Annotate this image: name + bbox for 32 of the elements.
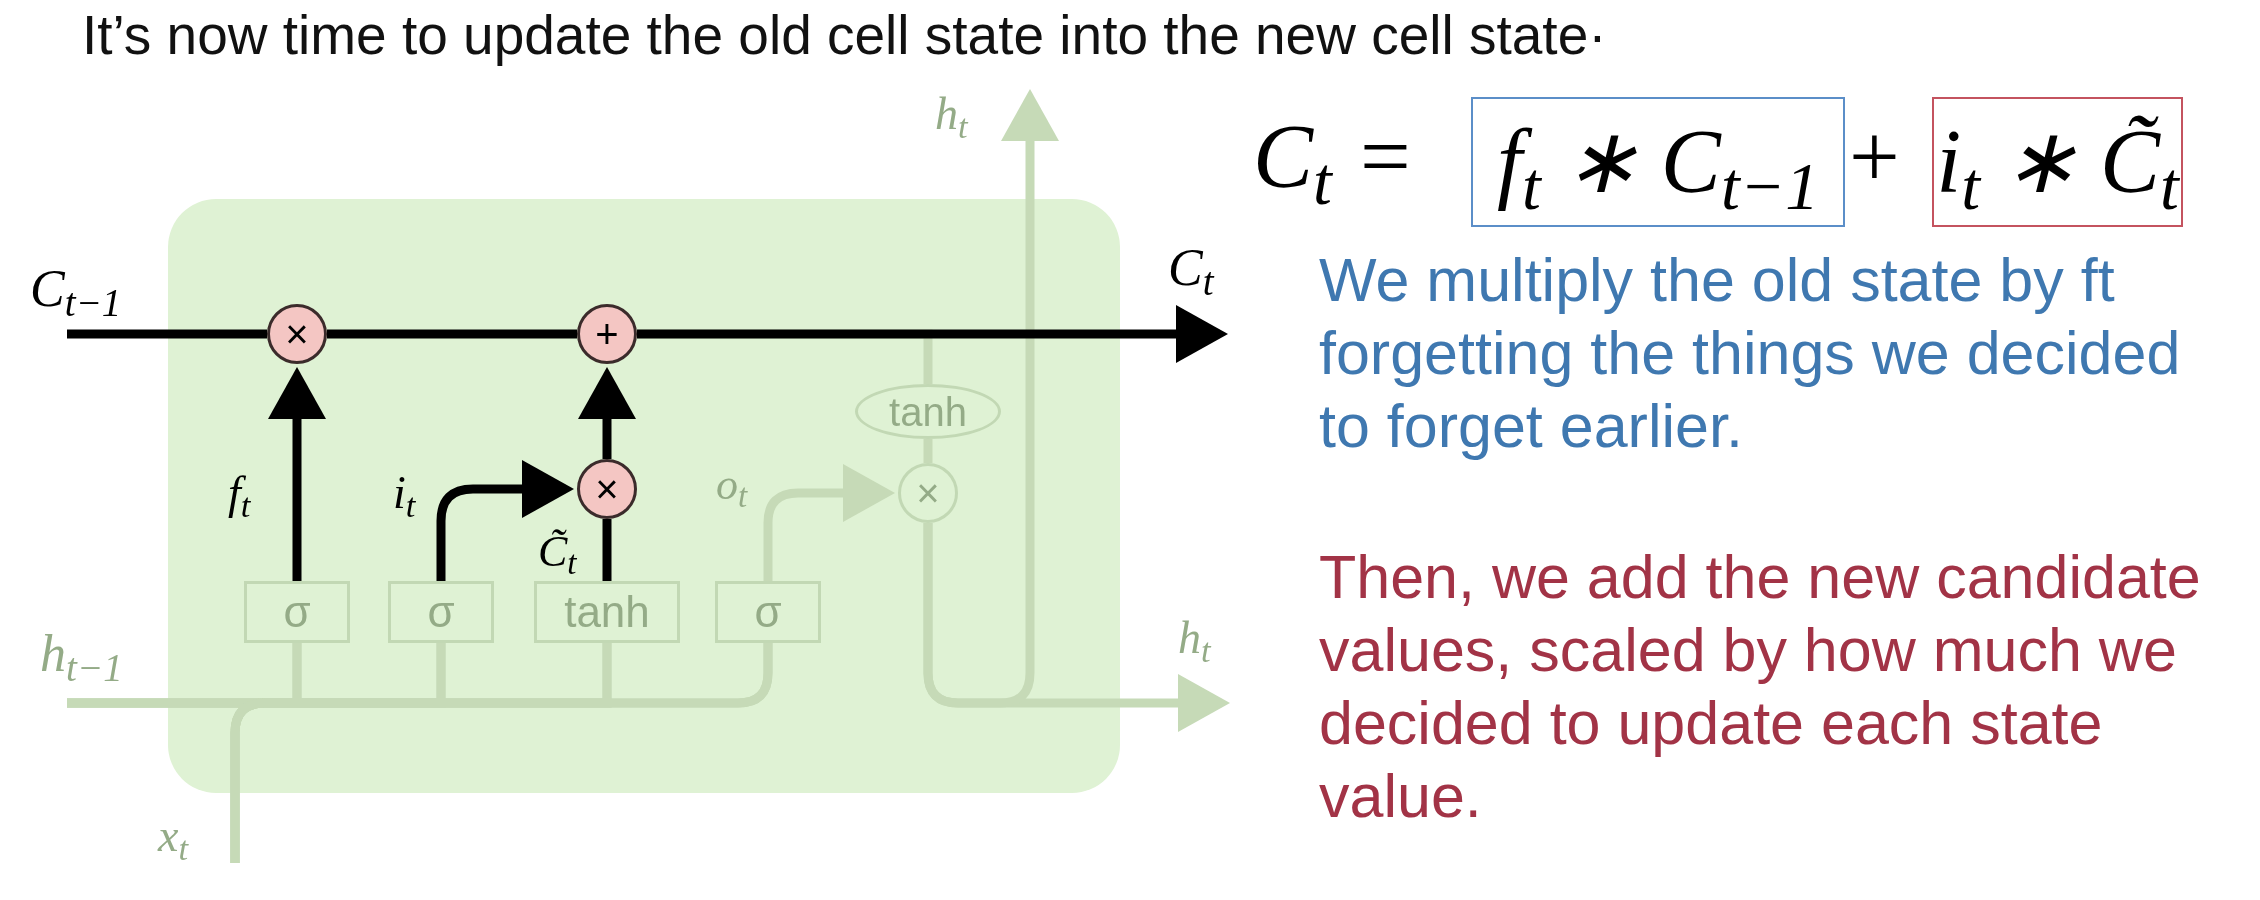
sigmoid-layer-box: σ: [244, 581, 350, 643]
explanation-text: We multiply the old state by ft forgetting the things we decided to forget earlier.: [1319, 245, 2182, 462]
connector-line: [602, 519, 612, 581]
tanh-layer-box: tanh: [534, 581, 680, 643]
connector-line: [327, 329, 577, 339]
edge-label: o$_{t}$: [716, 463, 748, 507]
edge-label: i$_{t}$: [393, 470, 416, 516]
connector-arrow: [268, 367, 326, 581]
edge-label: h$_{t}$: [1178, 615, 1211, 661]
connector-arrow: [637, 305, 1228, 363]
edge-label: C$_{t−1}$: [30, 263, 122, 315]
lstm-cell-panel: [168, 199, 1120, 793]
signal-label: x$_{t}$: [158, 813, 188, 859]
connector-arrow: [763, 464, 895, 581]
connector-arrow: [578, 367, 636, 459]
sigmoid-layer-box: σ: [388, 581, 494, 643]
slide-title: It’s now time to update the old cell state into the new cell state·: [82, 4, 1607, 68]
connector-line: [67, 329, 267, 339]
signal-label: h$_{t−1}$: [40, 628, 123, 680]
sigmoid-layer-box: σ: [715, 581, 821, 643]
highlighted-term-box: i$_{t}$ ∗ C̃$_{t}$: [1932, 97, 2183, 227]
edge-label: C$_{t}$: [1168, 242, 1214, 294]
equation-operator: +: [1849, 112, 1900, 202]
connector-line: [923, 439, 933, 463]
explanation-text: Then, we add the new candidate values, scaled by how much we decided to update each state value.: [1319, 542, 2202, 832]
highlighted-term-box: f$_{t}$ ∗ C$_{t−1}$: [1471, 97, 1845, 227]
edge-label: C̃$_{t}$: [538, 530, 577, 574]
edge-label: h$_{t}$: [935, 91, 968, 137]
tanh-ellipse: tanh: [855, 384, 1001, 439]
connector-arrow: [923, 89, 1059, 708]
connector-arrow: [436, 460, 574, 581]
edge-label: f$_{t}$: [228, 470, 251, 516]
